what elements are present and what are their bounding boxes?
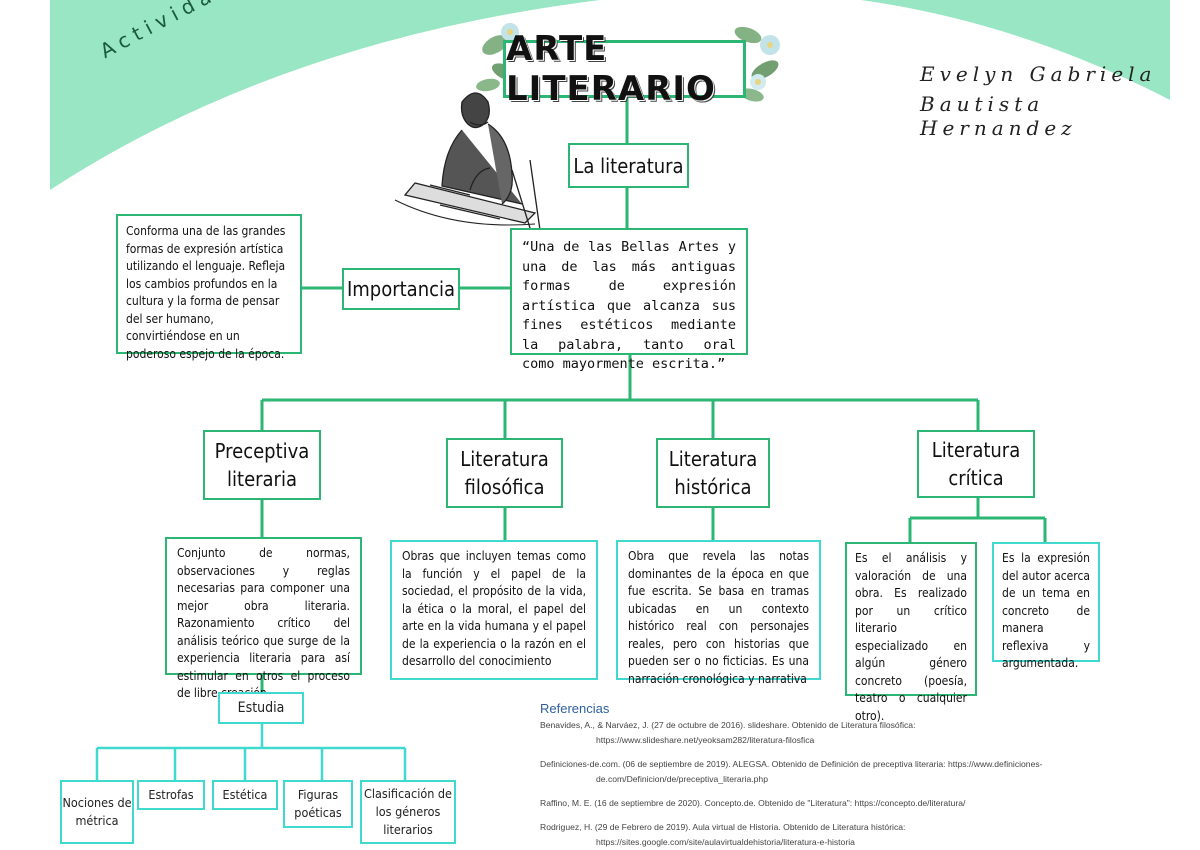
category-filosofica-label: Literatura filosófica bbox=[460, 447, 549, 499]
references-list: Benavides, A., & Narváez, J. (27 de octu… bbox=[540, 718, 1080, 850]
main-title: ARTE LITERARIO bbox=[503, 29, 746, 109]
category-preceptiva: Preceptiva literaria bbox=[203, 430, 321, 500]
flower-decoration-right bbox=[734, 26, 780, 102]
study-item-estrofas-label: Estrofas bbox=[148, 787, 194, 802]
study-item-generos: Clasificación de los géneros literarios bbox=[360, 780, 456, 844]
definition-box: “Una de las Bellas Artes y una de las má… bbox=[510, 228, 748, 372]
category-critica: Literatura crítica bbox=[917, 430, 1035, 498]
reading-woman-illustration bbox=[394, 92, 541, 231]
category-historica-label: Literatura histórica bbox=[668, 447, 758, 499]
importance-label: Importancia bbox=[346, 277, 456, 301]
category-preceptiva-label: Preceptiva literaria bbox=[214, 439, 310, 491]
reference-item: Definiciones-de.com. (06 de septiembre d… bbox=[540, 759, 1043, 784]
study-item-figuras: Figuras poéticas bbox=[283, 780, 353, 828]
reference-item: Rodriguez, H. (29 de Febrero de 2019). A… bbox=[540, 822, 906, 847]
historica-description-text: Obra que revela las notas dominantes de … bbox=[628, 549, 809, 686]
preceptiva-description: Conjunto de normas, observaciones y regl… bbox=[165, 537, 362, 700]
study-item-metrica: Nociones de métrica bbox=[60, 780, 134, 844]
turquoise-connectors bbox=[95, 724, 407, 780]
study-item-figuras-label: Figuras poéticas bbox=[294, 787, 342, 820]
study-item-estetica: Estética bbox=[212, 780, 278, 810]
root-node: La literatura bbox=[568, 143, 689, 188]
importance-text-box: Conforma una de las grandes formas de ex… bbox=[116, 214, 302, 361]
reference-item: Raffino, M. E. (16 de septiembre de 2020… bbox=[540, 798, 966, 808]
category-critica-label: Literatura crítica bbox=[931, 438, 1021, 490]
studies-node: Estudia bbox=[218, 692, 304, 724]
filosofica-description-text: Obras que incluyen temas como la función… bbox=[402, 549, 586, 668]
author-last-name: Bautista Hernandez bbox=[920, 92, 1077, 140]
importance-text: Conforma una de las grandes formas de ex… bbox=[126, 224, 286, 361]
study-item-generos-label: Clasificación de los géneros literarios bbox=[364, 786, 452, 837]
definition-text: “Una de las Bellas Artes y una de las má… bbox=[522, 239, 736, 372]
main-title-text: ARTE LITERARIO bbox=[506, 29, 716, 109]
study-item-estrofas: Estrofas bbox=[137, 780, 205, 810]
critica-description-1-text: Es el análisis y valoración de una obra.… bbox=[855, 551, 967, 723]
root-node-label: La literatura bbox=[573, 153, 684, 178]
author-first-name: Evelyn Gabriela bbox=[920, 62, 1157, 86]
references-title: Referencias bbox=[540, 701, 609, 716]
preceptiva-description-text: Conjunto de normas, observaciones y regl… bbox=[177, 546, 350, 700]
author-name: Evelyn Gabriela Bautista Hernandez bbox=[920, 62, 1190, 140]
filosofica-description: Obras que incluyen temas como la función… bbox=[390, 540, 598, 680]
historica-description: Obra que revela las notas dominantes de … bbox=[616, 540, 821, 686]
study-item-estetica-label: Estética bbox=[222, 787, 268, 802]
green-connectors bbox=[260, 98, 1047, 692]
studies-label: Estudia bbox=[237, 700, 285, 716]
importance-node: Importancia bbox=[342, 268, 460, 310]
critica-description-1: Es el análisis y valoración de una obra.… bbox=[845, 542, 977, 723]
mint-arc-background bbox=[50, 0, 1170, 190]
reference-item: Benavides, A., & Narváez, J. (27 de octu… bbox=[540, 720, 916, 745]
references-title-text: Referencias bbox=[540, 701, 610, 716]
category-filosofica: Literatura filosófica bbox=[446, 438, 563, 508]
critica-description-2-text: Es la expresión del autor acerca de un t… bbox=[1002, 551, 1091, 670]
critica-description-2: Es la expresión del autor acerca de un t… bbox=[992, 542, 1100, 670]
study-item-metrica-label: Nociones de métrica bbox=[62, 795, 132, 828]
category-historica: Literatura histórica bbox=[656, 438, 770, 508]
